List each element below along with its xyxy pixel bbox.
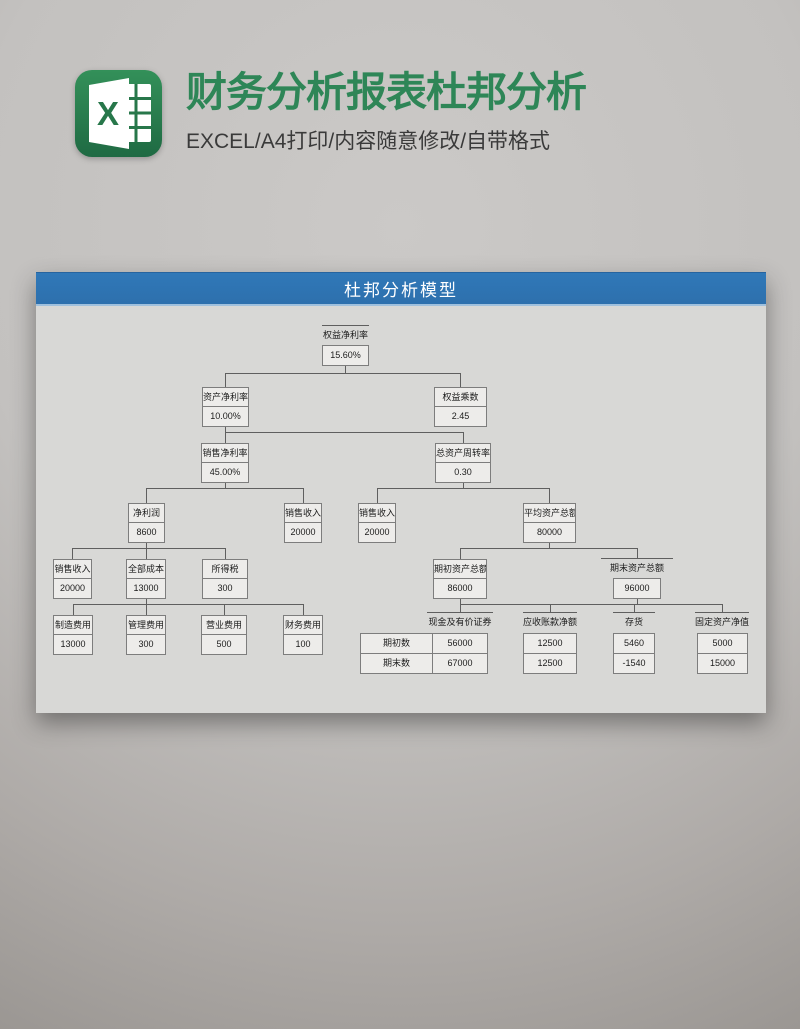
dupont-diagram: 权益净利率 15.60% 资产净利率 10.00% 权益乘数 2.45 销售净利…	[36, 306, 766, 713]
node-sales-revenue-c-label: 销售收入	[54, 560, 91, 579]
node-sales-revenue-a: 销售收入 20000	[284, 503, 322, 543]
node-total-cost: 全部成本 13000	[126, 559, 166, 599]
node-equity-multiplier-value: 2.45	[451, 411, 470, 421]
node-avg-total-assets: 平均资产总额 80000	[523, 503, 576, 543]
node-income-tax-value: 300	[217, 583, 233, 593]
node-asset-turnover: 总资产周转率 0.30	[435, 443, 491, 483]
node-net-profit-label: 净利润	[129, 504, 164, 523]
node-roe-label: 权益净利率	[322, 325, 369, 341]
node-operating-expense-label: 营业费用	[202, 616, 246, 635]
node-manufacturing-expense-value: 13000	[60, 639, 86, 649]
node-total-cost-value: 13000	[133, 583, 159, 593]
panel-title-bar: 杜邦分析模型	[36, 272, 766, 306]
node-sales-revenue-b: 销售收入 20000	[358, 503, 396, 543]
asset-row-label-beginning: 期初数	[360, 633, 433, 654]
node-manufacturing-expense-label: 制造费用	[54, 616, 92, 635]
node-beginning-total-assets-value: 86000	[447, 583, 473, 593]
node-income-tax-label: 所得税	[203, 560, 247, 579]
header-text: 财务分析报表杜邦分析 EXCEL/A4打印/内容随意修改/自带格式	[186, 69, 587, 155]
node-net-profit: 净利润 8600	[128, 503, 165, 543]
node-net-margin: 销售净利率 45.00%	[201, 443, 249, 483]
node-roa-label: 资产净利率	[203, 388, 248, 407]
node-avg-total-assets-label: 平均资产总额	[524, 504, 575, 523]
promo-header: X 财务分析报表杜邦分析 EXCEL/A4打印/内容随意修改/自带格式	[75, 69, 587, 157]
node-ending-total-assets-value: 96000	[613, 578, 661, 599]
node-financial-expense-value: 100	[295, 639, 311, 649]
node-financial-expense-label: 财务费用	[284, 616, 322, 635]
node-beginning-total-assets: 期初资产总额 86000	[433, 559, 487, 599]
node-operating-expense-value: 500	[216, 639, 232, 649]
node-asset-turnover-label: 总资产周转率	[436, 444, 490, 463]
node-admin-expense: 管理费用 300	[126, 615, 166, 655]
asset-cell-cash-beginning: 56000	[432, 633, 488, 654]
connector-lines	[72, 366, 723, 615]
node-sales-revenue-a-label: 销售收入	[285, 504, 321, 523]
node-sales-revenue-b-label: 销售收入	[359, 504, 395, 523]
node-avg-total-assets-value: 80000	[536, 527, 563, 537]
page-title: 财务分析报表杜邦分析	[186, 69, 587, 115]
page-subtitle: EXCEL/A4打印/内容随意修改/自带格式	[186, 130, 551, 154]
excel-icon: X	[75, 70, 162, 157]
node-net-profit-value: 8600	[136, 527, 157, 537]
node-sales-revenue-b-value: 20000	[364, 527, 390, 537]
node-ending-total-assets-label: 期末资产总额	[601, 558, 673, 574]
node-income-tax: 所得税 300	[202, 559, 248, 599]
excel-icon-letter: X	[97, 95, 119, 132]
node-asset-turnover-value: 0.30	[454, 467, 472, 477]
asset-cell-receivables-beginning: 12500	[523, 633, 577, 654]
node-beginning-total-assets-label: 期初资产总额	[434, 560, 486, 579]
asset-column-inventory-header: 存货	[613, 612, 655, 628]
node-manufacturing-expense: 制造费用 13000	[53, 615, 93, 655]
asset-cell-inventory-beginning: 5460	[613, 633, 655, 654]
node-roe-value: 15.60%	[322, 345, 369, 366]
node-roa-value: 10.00%	[210, 411, 241, 421]
asset-column-fixed-assets-header: 固定资产净值	[695, 612, 749, 628]
node-sales-revenue-c: 销售收入 20000	[53, 559, 92, 599]
node-equity-multiplier: 权益乘数 2.45	[434, 387, 487, 427]
asset-cell-receivables-ending: 12500	[523, 653, 577, 674]
asset-cell-fixed-assets-beginning: 5000	[697, 633, 748, 654]
asset-cell-fixed-assets-ending: 15000	[697, 653, 748, 674]
node-total-cost-label: 全部成本	[127, 560, 165, 579]
asset-row-label-ending: 期末数	[360, 653, 433, 674]
node-roa: 资产净利率 10.00%	[202, 387, 249, 427]
template-panel: 杜邦分析模型 权益净利率 15.60% 资产净利率 10.00% 权益乘数 2.…	[36, 272, 766, 713]
node-admin-expense-label: 管理费用	[127, 616, 165, 635]
node-financial-expense: 财务费用 100	[283, 615, 323, 655]
node-net-margin-value: 45.00%	[209, 467, 241, 477]
node-sales-revenue-a-value: 20000	[290, 527, 316, 537]
asset-cell-cash-ending: 67000	[432, 653, 488, 674]
asset-column-receivables-header: 应收账款净额	[523, 612, 577, 628]
panel-title: 杜邦分析模型	[344, 281, 458, 300]
node-operating-expense: 营业费用 500	[201, 615, 247, 655]
node-admin-expense-value: 300	[138, 639, 154, 649]
node-equity-multiplier-label: 权益乘数	[435, 388, 486, 407]
node-sales-revenue-c-value: 20000	[59, 583, 86, 593]
asset-column-cash-header: 现金及有价证券	[427, 612, 493, 628]
node-net-margin-label: 销售净利率	[202, 444, 248, 463]
asset-cell-inventory-ending: -1540	[613, 653, 655, 674]
